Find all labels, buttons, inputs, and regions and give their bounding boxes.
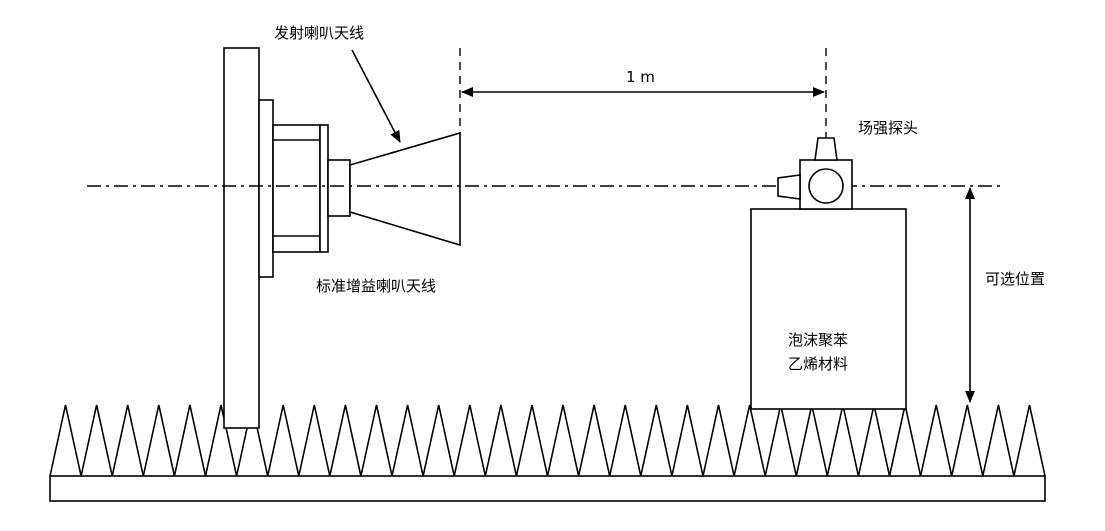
mounting-mast [223, 47, 260, 429]
foam-support [750, 208, 907, 410]
label-standard-gain-antenna: 标准增益喇叭天线 [316, 277, 436, 295]
absorber-floor [49, 404, 1046, 502]
label-distance: 1 m [626, 68, 655, 86]
antenna-flange [258, 99, 351, 278]
label-foam-line2: 乙烯材料 [788, 355, 848, 373]
label-foam-line1: 泡沫聚苯 [788, 331, 848, 349]
label-transmit-antenna: 发射喇叭天线 [274, 24, 364, 42]
field-probe [777, 137, 853, 210]
label-optional-position: 可选位置 [985, 270, 1045, 288]
leader-arrow [351, 49, 401, 143]
horn-antenna [349, 131, 461, 247]
label-field-probe: 场强探头 [858, 119, 918, 137]
